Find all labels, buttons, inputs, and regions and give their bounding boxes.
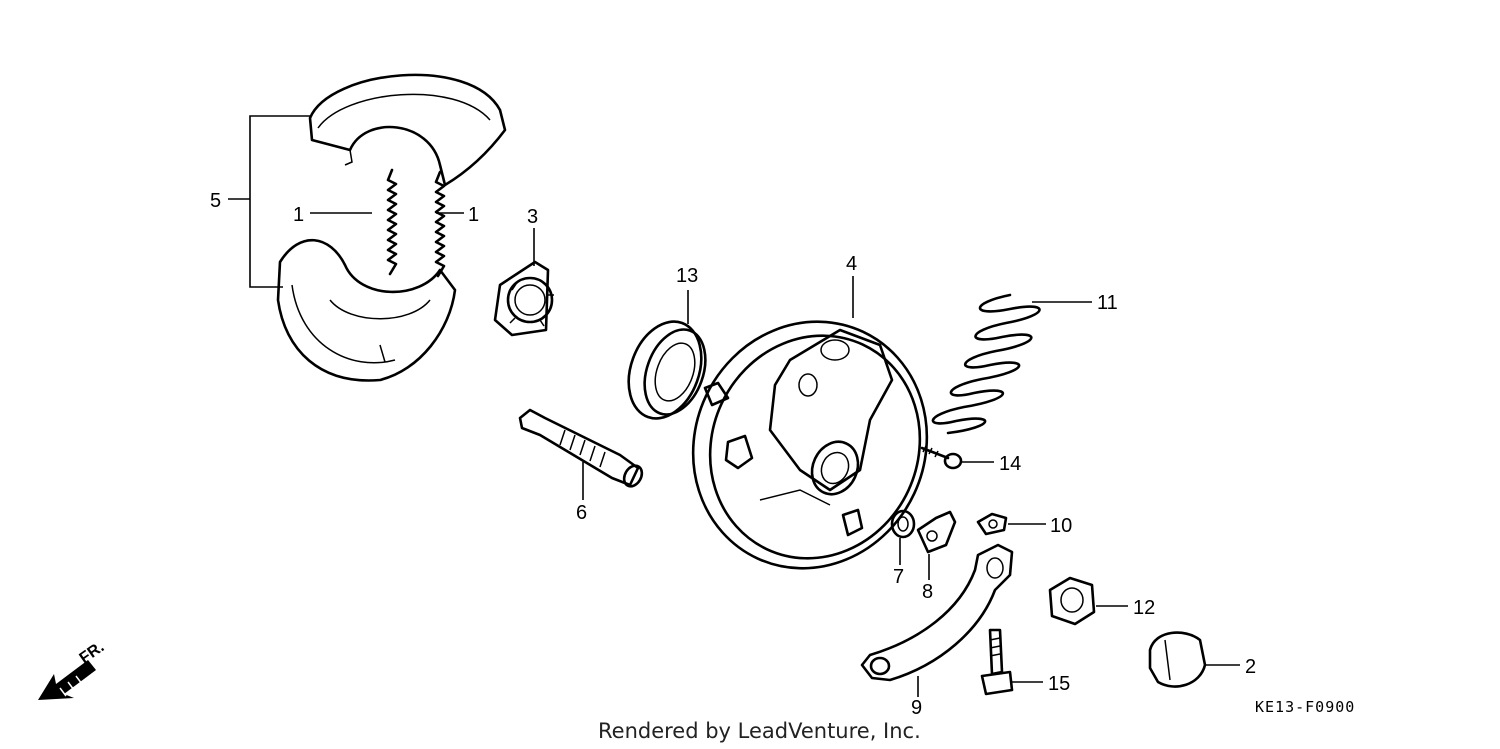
brake-panel[interactable] [653,276,967,607]
part-label-9: 9 [911,697,922,719]
shoe-spring-right[interactable] [434,170,464,278]
part-label-11: 11 [1097,292,1118,314]
part-label-12: 12 [1133,597,1155,619]
indicator-plate[interactable] [916,510,957,580]
part-label-15: 15 [1048,673,1070,695]
wear-indicator[interactable] [976,512,1046,536]
part-label-3: 3 [527,206,538,228]
part-label-2: 2 [1245,656,1256,678]
oil-seal[interactable] [616,290,716,429]
part-label-4: 4 [846,253,857,275]
part-label-1-right: 1 [468,204,479,226]
part-label-14: 14 [999,453,1021,475]
flange-nut[interactable] [1048,576,1128,626]
part-label-10: 10 [1050,515,1072,537]
credit-text: Rendered by LeadVenture, Inc. [598,719,921,743]
front-direction-label: FR. [77,639,108,668]
diagram-code: KE13-F0900 [1255,698,1355,716]
brake-arm[interactable] [860,543,1014,697]
shoe-spring-left[interactable] [310,168,398,276]
return-spring[interactable] [931,293,1092,435]
part-label-7: 7 [893,566,904,588]
washer[interactable] [890,509,916,565]
wear-indicator-plate[interactable] [493,228,554,337]
cap-nut[interactable] [1148,631,1240,688]
part-label-1-left: 1 [293,204,304,226]
bolt[interactable] [980,628,1043,696]
brake-shoe-set[interactable] [228,73,507,382]
part-label-8: 8 [922,581,933,603]
front-direction-arrow-icon [38,660,96,700]
part-label-5: 5 [210,190,221,212]
part-label-6: 6 [576,502,587,524]
part-label-13: 13 [676,265,698,287]
brake-cam[interactable] [518,408,645,500]
screw[interactable] [920,445,994,470]
